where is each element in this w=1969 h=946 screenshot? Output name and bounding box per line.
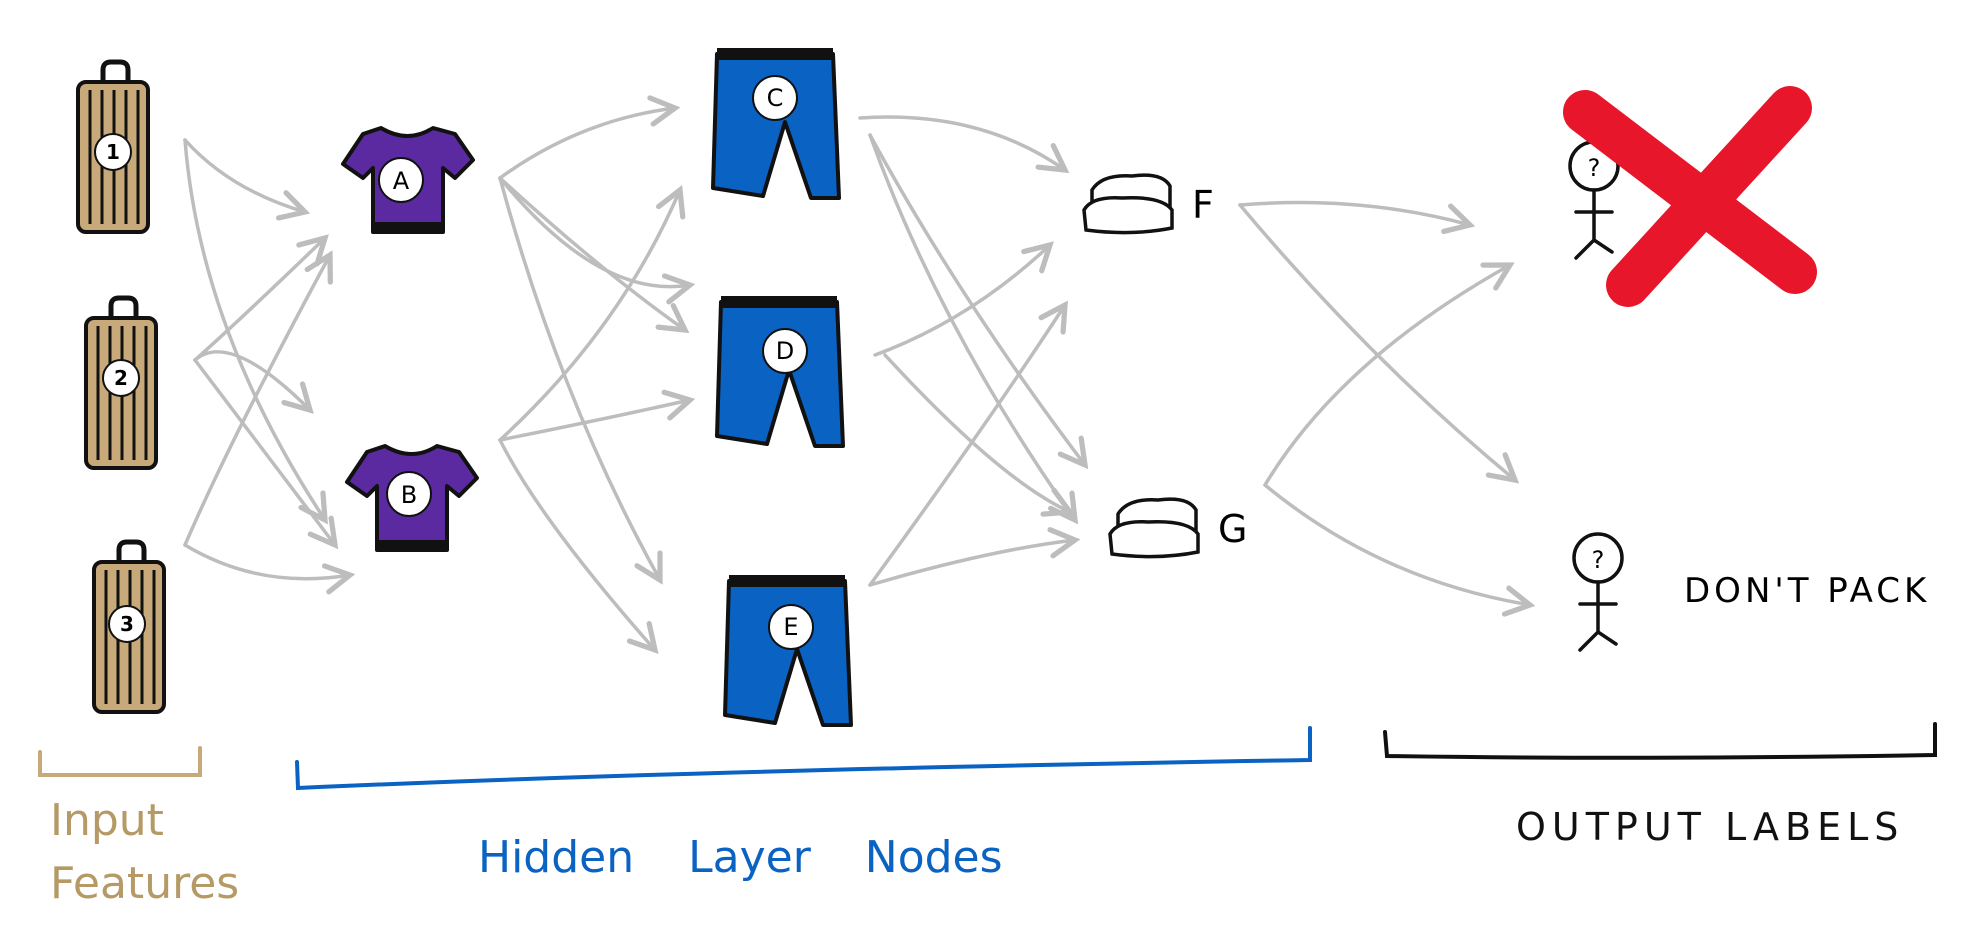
input-features-line1: Input <box>50 795 164 846</box>
hidden-label-c: C <box>767 84 784 112</box>
input-node-3: 3 <box>92 539 166 714</box>
connection-arrows <box>183 108 1530 650</box>
arrow-e-f <box>868 305 1065 587</box>
arrow-2-b <box>193 358 335 545</box>
arrow-a-e <box>498 176 660 580</box>
arrow-3-a <box>183 255 330 547</box>
hidden-label-e: E <box>783 613 798 641</box>
arrow-e-g <box>868 540 1075 587</box>
hidden-node-g: G <box>1108 497 1247 559</box>
hidden-label-g: G <box>1218 507 1247 551</box>
arrow-1-b <box>183 138 325 520</box>
output-bracket <box>1383 722 1937 760</box>
arrow-g-o1 <box>1263 265 1510 487</box>
output-label-2: DON'T PACK <box>1684 571 1930 611</box>
output-node-2: ? DON'T PACK <box>1572 532 1930 652</box>
arrow-a-d <box>498 176 685 330</box>
arrow-f-o2 <box>1238 203 1515 480</box>
hidden-node-b: B <box>345 444 479 552</box>
hidden-layer-label: Hidden Layer Nodes <box>478 832 1003 883</box>
hidden-label-d: D <box>776 337 794 365</box>
input-label-3: 3 <box>120 612 134 636</box>
output-1-question: ? <box>1588 154 1601 182</box>
input-label-1: 1 <box>106 140 120 164</box>
input-node-1: 1 <box>76 59 150 234</box>
arrow-a-x <box>498 176 690 287</box>
arrow-b-c <box>498 190 680 442</box>
output-labels-label: OUTPUT LABELS <box>1516 805 1904 849</box>
input-node-2: 2 <box>84 295 158 470</box>
hidden-label-b: B <box>401 481 417 509</box>
input-features-line2: Features <box>50 858 239 909</box>
arrow-d-f <box>873 245 1050 357</box>
hidden-label-f: F <box>1192 183 1214 227</box>
arrow-3-b <box>183 543 350 579</box>
arrow-1-a <box>183 138 305 212</box>
input-bracket <box>38 746 202 777</box>
hidden-node-d: D <box>715 296 845 448</box>
arrow-c-g <box>868 133 1085 465</box>
input-label-2: 2 <box>114 366 128 390</box>
hidden-node-c: C <box>711 48 841 200</box>
arrow-g-o2 <box>1263 483 1530 605</box>
hidden-label-a: A <box>393 167 410 195</box>
hidden-node-e: E <box>723 575 853 727</box>
arrow-f-o1 <box>1238 200 1470 226</box>
hidden-node-f: F <box>1082 173 1214 235</box>
arrow-a-c <box>498 108 675 180</box>
cross-out-mark <box>1563 86 1817 307</box>
output-node-1: ? <box>1568 140 1620 260</box>
hidden-node-a: A <box>341 126 475 234</box>
arrow-in-x1 <box>193 350 310 410</box>
arrow-c-f <box>858 115 1065 170</box>
output-2-question: ? <box>1592 546 1605 574</box>
hidden-bracket <box>295 726 1312 791</box>
arrow-c-x <box>868 133 1075 520</box>
arrow-b-e <box>498 438 655 650</box>
arrow-b-d <box>498 400 690 442</box>
